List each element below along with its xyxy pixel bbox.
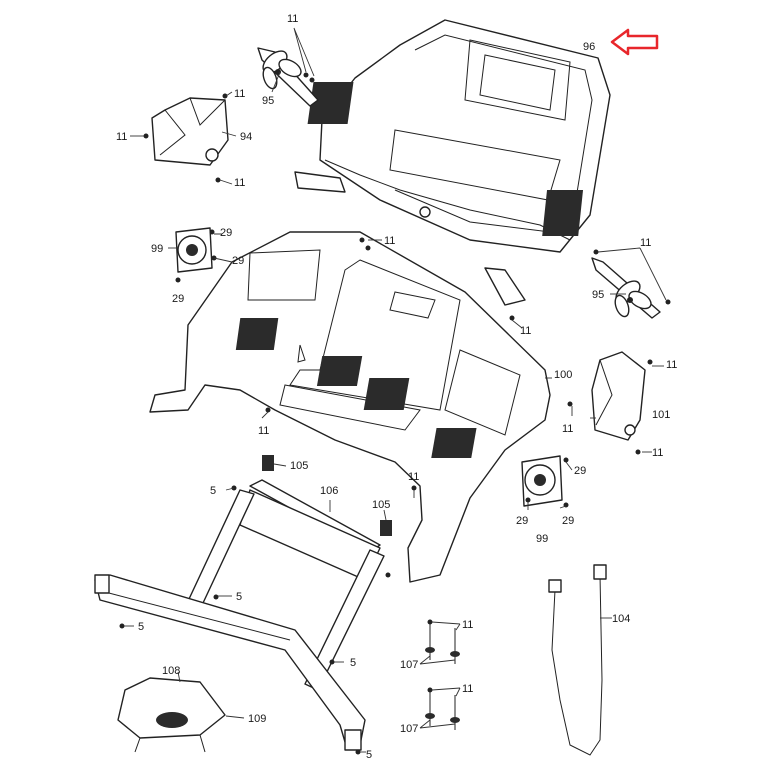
label-11-shroud-right: 11 [520,325,531,337]
label-109: 109 [248,713,266,725]
label-96: 96 [583,41,595,53]
label-99-left: 99 [151,243,163,255]
part-104-cable [548,564,607,756]
label-105-top: 105 [290,460,308,472]
label-11-hw-lower: 11 [462,683,473,695]
label-101: 101 [652,409,670,421]
label-29-e: 29 [516,515,528,527]
label-95-right: 95 [592,289,604,301]
part-99-speaker-left [175,227,213,273]
part-labels: 96 11 95 11 94 11 11 99 29 29 29 11 11 9… [116,13,677,761]
label-29-d: 29 [574,465,586,477]
part-99-speaker-right [521,455,563,507]
label-5-top: 5 [210,485,216,497]
label-29-f: 29 [562,515,574,527]
part-94-bin [151,97,229,166]
label-11-shroud-top: 11 [384,235,395,247]
label-29-c: 29 [172,293,184,305]
label-5-left: 5 [138,621,144,633]
label-95-left: 95 [262,95,274,107]
label-107-lower: 107 [400,723,418,735]
part-95-fan-left [257,47,319,107]
label-5-frame: 5 [236,591,242,603]
callout-arrow-icon [610,28,659,56]
label-29-a: 29 [220,227,232,239]
label-11-bin-right-top: 11 [666,359,677,371]
label-108: 108 [162,665,180,677]
part-105-clip-right [380,520,392,536]
label-29-b: 29 [232,255,244,267]
label-11-bin-left: 11 [116,131,127,143]
label-106: 106 [320,485,338,497]
label-5-bottom: 5 [366,749,372,761]
label-11-bin-right-left: 11 [562,423,573,435]
label-11-fan-right: 11 [640,237,651,249]
base-crossbar [94,574,366,751]
part-108-109-strap [117,677,226,753]
label-11-bin-bottom: 11 [234,177,245,189]
label-94: 94 [240,131,252,143]
label-11-hw-upper: 11 [462,619,473,631]
label-99-right: 99 [536,533,548,545]
part-96-console [294,19,611,306]
leader-lines [124,27,667,753]
label-11-bin-top: 11 [234,88,245,100]
part-107-hardware-upper [425,620,460,664]
label-11-shroud-left: 11 [258,425,269,437]
label-11-top-fan: 11 [287,13,298,25]
label-104: 104 [612,613,630,625]
label-105-right: 105 [372,499,390,511]
label-11-speaker: 11 [408,471,419,483]
label-5-base: 5 [350,657,356,669]
screw-icon [119,72,671,755]
part-95-fan-right [591,257,661,319]
part-100-shroud [149,231,551,583]
part-105-clip-top [262,455,274,471]
label-11-bin-right-bottom: 11 [652,447,663,459]
label-100: 100 [554,369,572,381]
part-101-bin [591,351,646,441]
label-107-upper: 107 [400,659,418,671]
part-106-frame [181,479,385,691]
